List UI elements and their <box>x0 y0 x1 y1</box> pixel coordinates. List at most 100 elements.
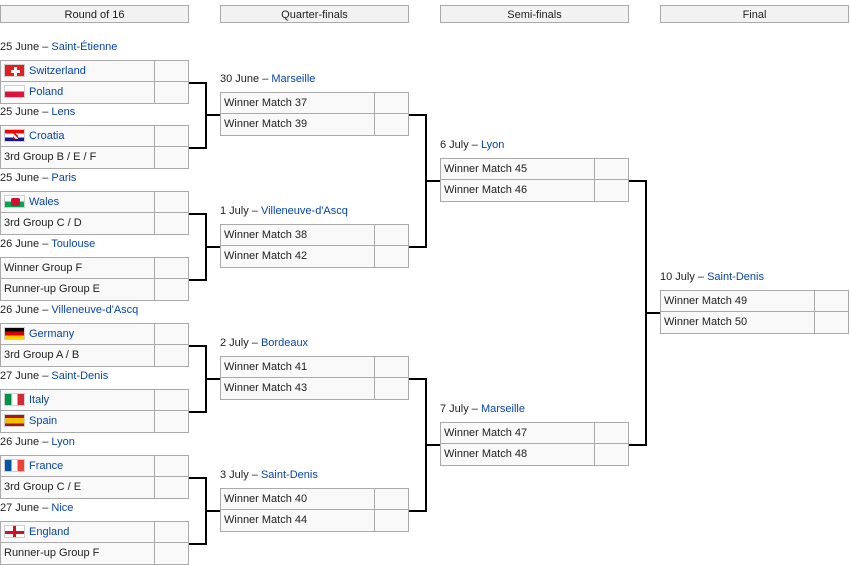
team-row: Winner Match 44 <box>220 510 409 532</box>
team-link[interactable]: Italy <box>29 394 50 406</box>
venue-link[interactable]: Villeneuve-d'Ascq <box>51 304 139 316</box>
team-row: Winner Match 39 <box>220 114 409 136</box>
match-qf-1-date: 30 June – Marseille <box>220 72 315 86</box>
team-link[interactable]: Spain <box>29 415 58 427</box>
team-cell: Switzerland <box>1 61 155 81</box>
bracket-connector <box>189 147 205 149</box>
team-row: Switzerland <box>0 60 189 82</box>
flag-spain-icon <box>4 414 25 427</box>
team-name: 3rd Group C / E <box>4 481 82 493</box>
bracket-connector <box>205 378 220 380</box>
venue-link[interactable]: Paris <box>51 172 77 184</box>
venue-link[interactable]: Lyon <box>480 139 505 151</box>
venue-link[interactable]: Marseille <box>480 403 525 415</box>
team-link[interactable]: France <box>29 460 64 472</box>
score-cell <box>153 543 188 564</box>
team-cell: Winner Match 44 <box>221 510 375 531</box>
score-cell <box>153 213 188 234</box>
team-row: 3rd Group A / B <box>0 345 189 367</box>
team-link[interactable]: Croatia <box>29 130 65 142</box>
team-name: Winner Match 49 <box>664 295 748 307</box>
match-r16-6-date: 27 June – Saint-Denis <box>0 369 108 383</box>
venue-link[interactable]: Saint-Denis <box>51 370 109 382</box>
match-r16-8-date: 27 June – Nice <box>0 501 73 515</box>
score-cell <box>373 93 408 113</box>
match-date-text: 26 June – <box>0 238 52 250</box>
team-name: Winner Match 46 <box>444 184 528 196</box>
round-header-semi-finals: Semi-finals <box>440 5 629 23</box>
match-date-text: 27 June – <box>0 370 52 382</box>
score-cell <box>373 114 408 135</box>
team-row: Poland <box>0 82 189 104</box>
match-r16-7-date: 26 June – Lyon <box>0 435 75 449</box>
score-cell <box>593 444 628 465</box>
match-date-text: 2 July – <box>220 337 261 349</box>
team-cell: Winner Match 45 <box>441 159 595 179</box>
bracket-connector <box>425 180 440 182</box>
bracket-connector <box>409 378 425 380</box>
venue-link[interactable]: Saint-Étienne <box>51 41 118 53</box>
venue-link[interactable]: Nice <box>51 502 74 514</box>
score-cell <box>153 345 188 366</box>
match-qf-3-date: 2 July – Bordeaux <box>220 336 308 350</box>
team-name: Winner Match 41 <box>224 361 308 373</box>
flag-italy-icon <box>4 393 25 406</box>
team-link[interactable]: Germany <box>29 328 75 340</box>
bracket-connector <box>629 180 645 182</box>
team-row: Winner Match 42 <box>220 246 409 268</box>
venue-link[interactable]: Lyon <box>51 436 75 448</box>
team-name: Runner-up Group F <box>4 547 100 559</box>
venue-link[interactable]: Marseille <box>271 73 316 85</box>
flag-croatia-icon <box>4 129 25 142</box>
team-cell: Winner Group F <box>1 258 155 278</box>
team-cell: Germany <box>1 324 155 344</box>
venue-link[interactable]: Saint-Denis <box>707 271 764 283</box>
team-row: Winner Match 45 <box>440 158 629 180</box>
flag-wales-icon <box>4 195 25 208</box>
bracket-connector <box>629 444 645 446</box>
team-row: Winner Match 38 <box>220 224 409 246</box>
venue-link[interactable]: Bordeaux <box>260 337 309 349</box>
venue-link[interactable]: Lens <box>51 106 76 118</box>
team-row: Spain <box>0 411 189 433</box>
team-row: Wales <box>0 191 189 213</box>
team-row: Winner Match 37 <box>220 92 409 114</box>
score-cell <box>593 180 628 201</box>
team-row: Winner Match 47 <box>440 422 629 444</box>
team-name: Winner Match 48 <box>444 448 528 460</box>
team-cell: Winner Match 38 <box>221 225 375 245</box>
flag-england-icon <box>4 525 25 538</box>
team-row: Winner Match 43 <box>220 378 409 400</box>
team-link[interactable]: Poland <box>29 86 64 98</box>
match-final-date: 10 July – Saint-Denis <box>660 270 764 284</box>
score-cell <box>153 61 188 81</box>
team-cell: Poland <box>1 82 155 103</box>
team-name: Winner Match 45 <box>444 163 528 175</box>
team-name: 3rd Group A / B <box>4 349 80 361</box>
bracket-connector <box>645 312 660 314</box>
team-link[interactable]: England <box>29 526 70 538</box>
bracket-connector <box>189 477 205 479</box>
venue-link[interactable]: Toulouse <box>51 238 96 250</box>
team-name: Winner Match 39 <box>224 118 308 130</box>
team-cell: Winner Match 50 <box>661 312 815 333</box>
score-cell <box>153 126 188 146</box>
team-cell: Winner Match 48 <box>441 444 595 465</box>
score-cell <box>153 411 188 432</box>
team-link[interactable]: Wales <box>29 196 60 208</box>
score-cell <box>373 246 408 267</box>
team-row: Winner Match 46 <box>440 180 629 202</box>
venue-link[interactable]: Villeneuve-d'Ascq <box>260 205 348 217</box>
team-name: Runner-up Group E <box>4 283 100 295</box>
team-name: Winner Match 42 <box>224 250 308 262</box>
team-link[interactable]: Switzerland <box>29 65 86 77</box>
team-cell: Winner Match 46 <box>441 180 595 201</box>
venue-link[interactable]: Saint-Denis <box>260 469 318 481</box>
